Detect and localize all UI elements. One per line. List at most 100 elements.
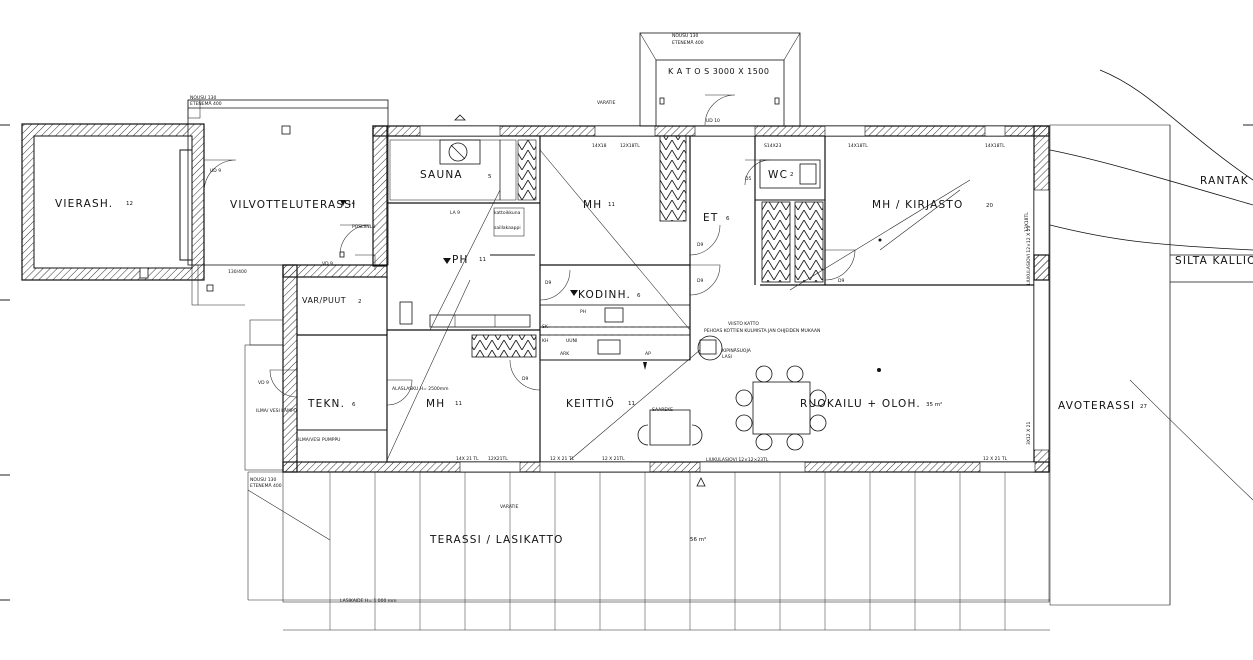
interior-walls [296, 135, 1034, 463]
label-wc: WC [768, 169, 788, 181]
label-kodinh-num: 6 [637, 293, 641, 299]
code-ap: AP [645, 351, 651, 357]
code-uuni: UUNI [566, 338, 577, 344]
code-side-b: 3X12 X 21 [1026, 422, 1032, 445]
code-d9-a: D9 [697, 242, 703, 248]
label-var-puut-num: 2 [358, 299, 362, 305]
code-side-a: 12X18TL [1024, 212, 1030, 232]
left-bay [244, 319, 284, 471]
label-lasikaide: LASIKAIDE H= 1 000 mm [340, 598, 397, 604]
bridge-curves [1049, 69, 1253, 501]
code-sk: SK [542, 324, 549, 330]
label-nousu-top: NOUSU 130 [672, 33, 699, 39]
label-ph: PH [452, 254, 469, 266]
label-var-puut: VAR/PUUT [302, 296, 346, 305]
code-12x18: 12X18TL [620, 143, 640, 149]
label-et: ET [703, 212, 718, 224]
label-keittio-num: 11 [628, 401, 635, 407]
label-kattoikkuna-sub: saillakaappi [494, 225, 521, 231]
label-sauna-num: 5 [488, 174, 492, 180]
label-vierash-num: 12 [126, 201, 133, 207]
code-d9-c: D9 [545, 280, 551, 286]
code-d9-d: D9 [522, 376, 528, 382]
label-mh-kirjasto: MH / KIRJASTO [872, 199, 963, 211]
code-14x18: 14X18 [592, 143, 607, 149]
door-swings [203, 94, 856, 406]
bathroom [399, 207, 535, 328]
label-varatie-bottom: VARATIE [500, 504, 519, 510]
label-viisto-katto-sub: PEHOAS KOTTIEN KULMISTA JAN OHJEIDEN MUK… [704, 328, 820, 334]
code-12x21-a: 14X 21 TL [456, 456, 479, 462]
label-avoterassi-num: 27 [1140, 404, 1147, 410]
code-ud9-a: UD 9 [210, 168, 221, 174]
code-12x21-e: 12 X 21 TL [983, 456, 1008, 462]
label-terassi-num: 56 m² [690, 536, 706, 543]
code-12x21-d: 12 X 21TL [602, 456, 625, 462]
code-d5: D5 [745, 176, 751, 182]
label-mh1-num: 11 [608, 202, 615, 208]
label-kodinh: KODINH. [578, 289, 631, 301]
terrace-ribs [329, 472, 1006, 630]
label-etenema-left: ETENEMÄ 400 [190, 100, 222, 107]
code-12x21-c: 12 X 21 TL [550, 456, 575, 462]
label-etenema-bottom: ETENEMÄ 400 [250, 482, 282, 489]
label-nousu-left: NOUSU 130 [190, 95, 217, 101]
label-alaslasku: ALASLASKU H= 2500mm [392, 386, 449, 392]
code-la9: LA 9 [450, 210, 460, 216]
code-s14: S14X23 [764, 143, 782, 149]
sauna-room [389, 139, 517, 201]
annotations: K A T O S 3000 X 1500 LASIKAIDE H= 1 000… [190, 33, 1032, 604]
code-kh: KH [542, 338, 548, 344]
code-12x21-b: 12X21TL [488, 456, 508, 462]
code-d9-e: D9 [838, 278, 844, 284]
label-mh2-num: 11 [455, 401, 462, 407]
label-katos: K A T O S 3000 X 1500 [668, 67, 769, 76]
window-codes: 14X18 12X18TL 14X18TL 14X18TL S14X23 14X… [210, 118, 1032, 462]
label-sauna: SAUNA [420, 169, 463, 181]
label-liukulasiovi-side: LIUKULASIOVI 12×12 X 23 [1026, 226, 1032, 285]
label-keittio: KEITTIÖ [566, 397, 615, 410]
leader-lines [386, 149, 971, 461]
label-varatie-top: VARATIE [597, 100, 616, 106]
label-rantak: RANTAK [1200, 175, 1249, 187]
code-ud9-b: VD 9 [322, 261, 333, 267]
margin-ticks [0, 124, 1253, 601]
label-kipinasuoja: KIPINÄSUOJA [722, 347, 752, 354]
label-kattoikkuna: kattoikkuna [494, 210, 521, 216]
label-wc-num: 2 [790, 172, 794, 178]
label-nousu-bottom: NOUSU 130 [250, 477, 277, 483]
label-ruokailu-num: 35 m² [926, 401, 942, 408]
code-vd9-c: VD 9 [258, 380, 269, 386]
code-d9-b: D9 [697, 278, 703, 284]
wc-room [759, 159, 821, 189]
fireplace [697, 335, 723, 361]
terrace-grid [247, 124, 1171, 631]
label-mh1: MH [583, 199, 602, 211]
kitchen-counters [539, 304, 691, 361]
label-ruokailu: RUOKAILU + OLOH. [800, 398, 921, 410]
canopy [639, 32, 801, 127]
code-14x18-c: 14X18TL [985, 143, 1005, 149]
label-viisto-katto: VIISTO KATTO [728, 321, 759, 327]
code-ph-small: PH [580, 309, 586, 315]
label-vilvotteluterassi-num: 14 [348, 201, 355, 207]
label-silta: SILTA KALLIO [1175, 255, 1253, 267]
label-tekn: TEKN. [307, 398, 345, 410]
label-liukulasiovi-bottom: LIUKULASIOVI 12×12×23TL [706, 457, 769, 463]
label-et-num: 6 [726, 216, 730, 222]
dining-table [735, 365, 827, 451]
label-vierash: VIERASH. [55, 198, 113, 210]
label-etenema-top: ETENEMÄ 400 [672, 39, 704, 46]
label-saareke: SAAREKE [652, 407, 673, 413]
markers [340, 114, 882, 487]
label-kipinasuoja-sub: LASI [722, 354, 732, 360]
label-mh-kirjasto-num: 20 [986, 203, 993, 209]
code-ud10: UD 10 [706, 118, 720, 124]
room-labels: VIERASH. 12 VILVOTTELUTERASSI 14 SAUNA 5… [55, 169, 1253, 546]
label-posliinlh: POSLIINLH [352, 224, 376, 230]
guest-house [21, 123, 205, 281]
code-door-130-400: 130/400 [228, 269, 247, 275]
code-ark: ARK [560, 351, 570, 357]
label-tekn-num: 6 [352, 402, 356, 408]
